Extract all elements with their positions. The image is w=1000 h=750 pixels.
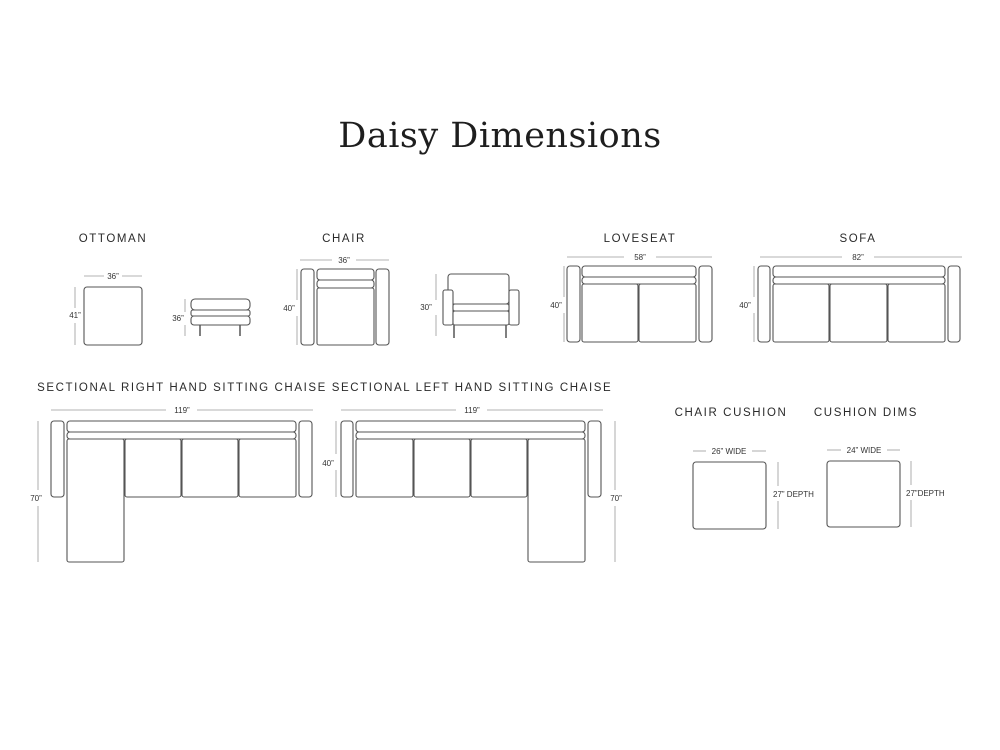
ottoman-group: OTTOMAN 36” 41” 36”: [69, 233, 251, 346]
sectional-left-label: SECTIONAL LEFT HAND SITTING CHAISE: [332, 382, 613, 394]
sectional-right-label: SECTIONAL RIGHT HAND SITTING CHAISE: [37, 382, 327, 394]
cushion-dims-group: CUSHION DIMS 24” WIDE 27”DEPTH: [814, 407, 945, 528]
chair-group: CHAIR 36” 40” 30”: [283, 233, 520, 346]
ottoman-top-view: [83, 286, 143, 346]
sectional-left-chaise-depth-label: 70”: [610, 494, 622, 503]
ottoman-label: OTTOMAN: [79, 233, 148, 245]
sectional-right-chaise: [66, 438, 125, 563]
sectional-right-top-view: [50, 420, 313, 563]
loveseat-group: LOVESEAT 58” 40”: [550, 233, 713, 343]
sofa-top-view: [757, 265, 961, 343]
sofa-label: SOFA: [839, 233, 876, 245]
sectional-right-group: SECTIONAL RIGHT HAND SITTING CHAISE 119”…: [30, 382, 327, 563]
chair-label: CHAIR: [322, 233, 366, 245]
ottoman-depth-label: 41”: [69, 311, 81, 320]
chair-top-view: [300, 268, 390, 346]
sectional-right-depth-label: 70”: [30, 494, 42, 503]
ottoman-width-label: 36”: [107, 272, 119, 281]
sectional-right-width-label: 119”: [174, 406, 190, 415]
sectional-left-group: SECTIONAL LEFT HAND SITTING CHAISE 119” …: [322, 382, 622, 563]
cushion-dims-label: CUSHION DIMS: [814, 407, 918, 419]
cushion-dims-depth-label: 27”DEPTH: [906, 489, 945, 498]
chair-cushion-group: CHAIR CUSHION 26” WIDE 27” DEPTH: [675, 407, 814, 530]
chair-cushion-depth-label: 27” DEPTH: [773, 490, 814, 499]
sectional-left-chaise: [527, 438, 586, 563]
chair-back-cushion: [316, 268, 375, 281]
chair-cushion-width-label: 26” WIDE: [712, 447, 747, 456]
loveseat-width-label: 58”: [634, 253, 646, 262]
chair-cushion-label: CHAIR CUSHION: [675, 407, 788, 419]
sofa-width-label: 82”: [852, 253, 864, 262]
chair-left-arm: [300, 268, 315, 346]
loveseat-label: LOVESEAT: [604, 233, 677, 245]
cushion-dims-width-label: 24” WIDE: [847, 446, 882, 455]
chair-depth-label: 40”: [283, 304, 295, 313]
chair-height-label: 30”: [420, 303, 432, 312]
sectional-left-top-view: [340, 420, 602, 563]
sofa-depth-label: 40”: [739, 301, 751, 310]
sofa-group: SOFA 82” 40”: [739, 233, 962, 343]
chair-right-arm: [375, 268, 390, 346]
loveseat-depth-label: 40”: [550, 301, 562, 310]
chair-seat-cushion: [316, 287, 375, 346]
loveseat-top-view: [566, 265, 713, 343]
ottoman-side-view: [190, 298, 251, 336]
cushion-dims-shape: [826, 460, 901, 528]
chair-cushion-shape: [692, 461, 767, 530]
ottoman-height-label: 36”: [172, 314, 184, 323]
page-title: Daisy Dimensions: [338, 116, 661, 156]
sectional-left-width-label: 119”: [464, 406, 480, 415]
chair-width-label: 36”: [338, 256, 350, 265]
sectional-left-depth-label: 40”: [322, 459, 334, 468]
chair-front-view: [442, 273, 520, 338]
